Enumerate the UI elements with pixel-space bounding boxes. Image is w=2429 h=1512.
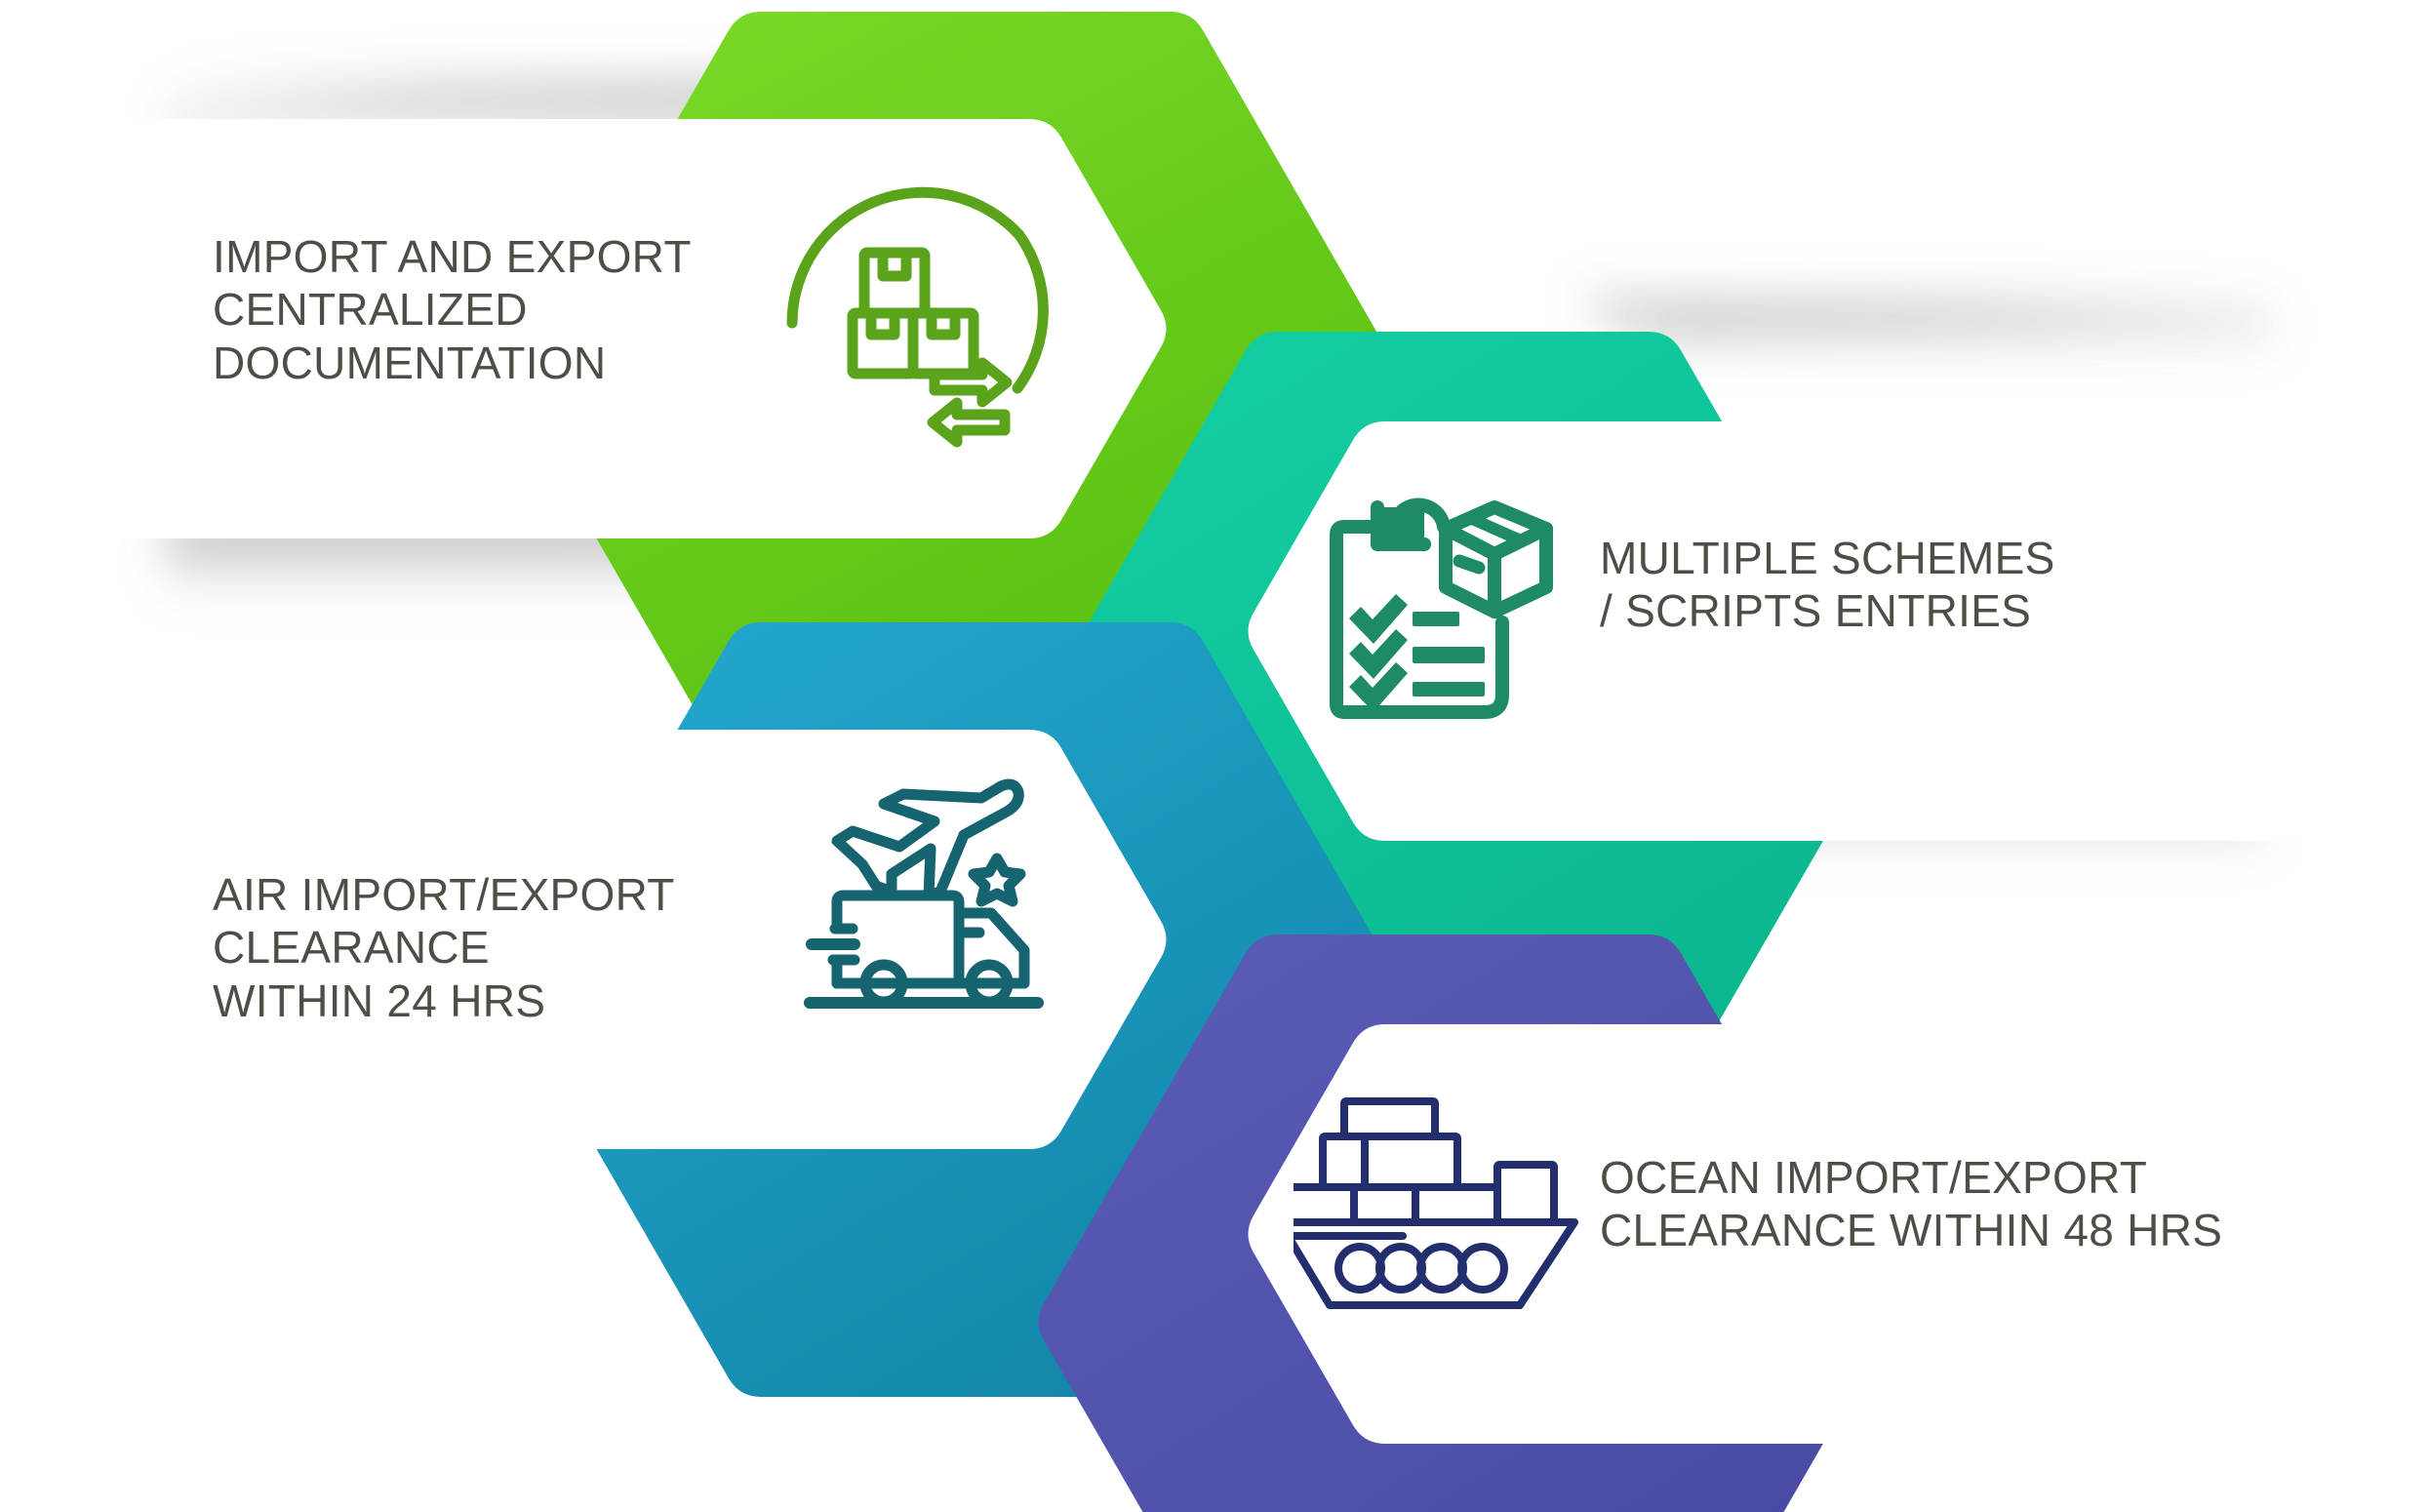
panel-label-2: MULTIPLE SCHEMES / SCRIPTS ENTRIES (1600, 533, 2055, 637)
airplane-delivery-truck-icon (804, 778, 1044, 1009)
card-panel-4 (1248, 1024, 2429, 1444)
clipboard-checklist-box-icon (1330, 497, 1553, 719)
cargo-ship-containers-icon (1294, 1097, 1578, 1309)
panel-label-4: OCEAN IMPORT/EXPORT CLEARANCE WITHIN 48 … (1600, 1152, 2223, 1256)
panel-label-3: AIR IMPORT/EXPORT CLEARANCE WITHIN 24 HR… (213, 869, 675, 1026)
panel-label-1: IMPORT AND EXPORT CENTRALIZED DOCUMENTAT… (213, 231, 692, 388)
stacked-boxes-exchange-arrows-icon (786, 186, 1049, 448)
card-panel-1 (0, 119, 1167, 538)
